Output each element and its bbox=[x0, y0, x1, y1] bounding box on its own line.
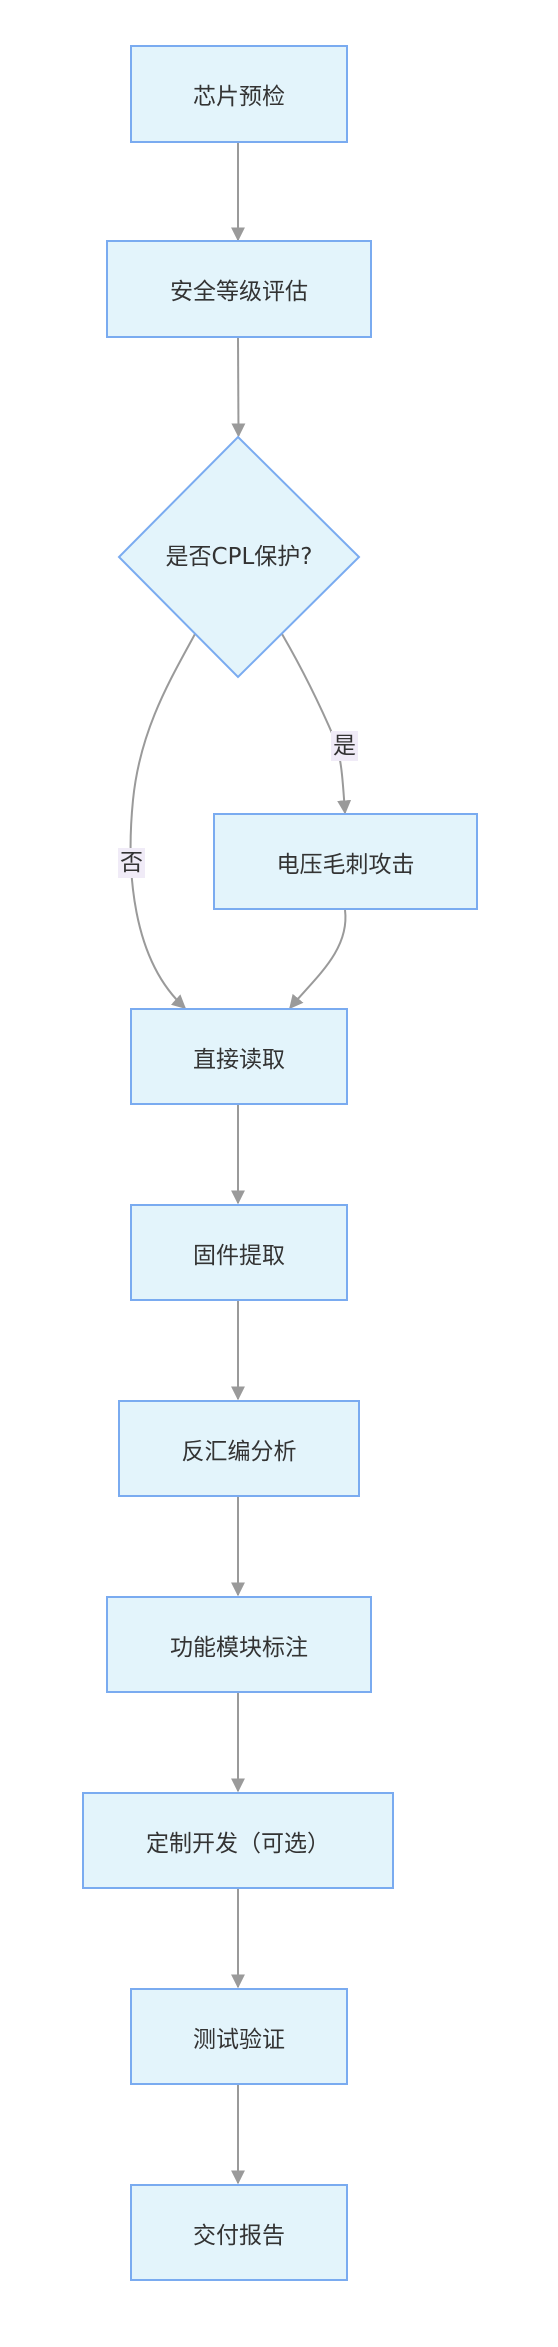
decision-cpl-label: 是否CPL保护? bbox=[165, 544, 313, 570]
node-disassembly-label: 反汇编分析 bbox=[181, 1438, 297, 1465]
node-delivery-report: 交付报告 bbox=[130, 2184, 348, 2281]
edge-decision-to-glitch bbox=[281, 633, 352, 815]
node-module-annotation-label: 功能模块标注 bbox=[170, 1634, 308, 1661]
node-delivery-report-label: 交付报告 bbox=[193, 2222, 285, 2249]
edge-glitch-to-direct bbox=[289, 909, 347, 1010]
node-direct-read: 直接读取 bbox=[130, 1008, 348, 1105]
node-custom-dev: 定制开发（可选） bbox=[82, 1792, 394, 1889]
node-direct-read-label: 直接读取 bbox=[193, 1046, 285, 1073]
node-voltage-glitch: 电压毛刺攻击 bbox=[213, 813, 478, 910]
node-security-eval: 安全等级评估 bbox=[106, 240, 372, 338]
decision-diamond bbox=[117, 435, 361, 679]
node-module-annotation: 功能模块标注 bbox=[106, 1596, 372, 1693]
node-custom-dev-label: 定制开发（可选） bbox=[146, 1830, 330, 1857]
edge-decision-to-direct bbox=[129, 633, 196, 1009]
node-voltage-glitch-label: 电压毛刺攻击 bbox=[276, 851, 415, 878]
node-disassembly: 反汇编分析 bbox=[118, 1400, 360, 1497]
node-test-verify-label: 测试验证 bbox=[193, 2026, 285, 2053]
node-pre-check: 芯片预检 bbox=[130, 45, 348, 143]
edge-label-no: 否 bbox=[118, 848, 145, 878]
node-firmware-extract-label: 固件提取 bbox=[193, 1242, 285, 1269]
edge-security-to-decision bbox=[231, 337, 246, 438]
node-security-eval-label: 安全等级评估 bbox=[170, 279, 308, 305]
node-pre-check-label: 芯片预检 bbox=[193, 84, 285, 110]
node-firmware-extract: 固件提取 bbox=[130, 1204, 348, 1301]
edge-label-yes: 是 bbox=[331, 731, 358, 761]
node-test-verify: 测试验证 bbox=[130, 1988, 348, 2085]
